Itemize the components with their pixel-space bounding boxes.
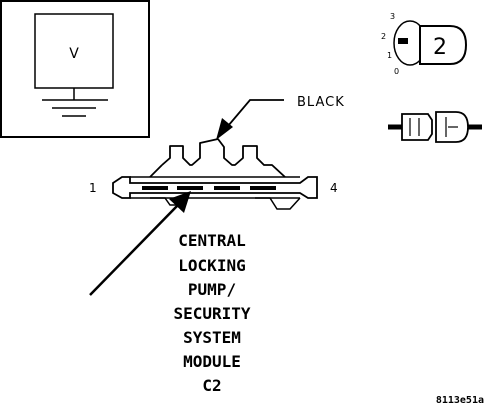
ignition-position-3: 3	[390, 12, 395, 21]
component-line-4: SECURITY	[173, 304, 250, 323]
ignition-position-1: 1	[387, 51, 392, 60]
component-line-1: CENTRAL	[178, 231, 245, 250]
wire-color-callout: BLACK	[216, 95, 345, 140]
connector-c2: 1 4	[89, 138, 338, 210]
pin-cavities	[142, 186, 276, 190]
ignition-key-icon: 3 2 1 0 2	[381, 12, 468, 76]
voltmeter-symbol: V	[69, 46, 79, 62]
pin-label-4: 4	[330, 181, 338, 195]
component-line-2: LOCKING	[178, 256, 245, 275]
ignition-position-2: 2	[381, 32, 386, 41]
pin-label-1: 1	[89, 181, 97, 195]
component-line-7: C2	[202, 376, 221, 395]
component-line-3: PUMP/	[188, 280, 236, 299]
voltmeter-inset: V	[0, 0, 150, 138]
connector-plug-icon	[388, 111, 482, 143]
figure-id: 8113e51a	[436, 395, 484, 406]
component-name: CENTRAL LOCKING PUMP/ SECURITY SYSTEM MO…	[173, 231, 250, 395]
inset-frame	[0, 0, 150, 138]
wire-color-label: BLACK	[297, 95, 345, 110]
connector-latch-outline	[161, 138, 286, 178]
ignition-key-label: 2	[433, 35, 447, 60]
ignition-position-0: 0	[394, 67, 399, 76]
component-line-6: MODULE	[183, 352, 241, 371]
ground-icon	[42, 88, 108, 117]
component-line-5: SYSTEM	[183, 328, 241, 347]
component-callout-arrow	[89, 191, 191, 296]
